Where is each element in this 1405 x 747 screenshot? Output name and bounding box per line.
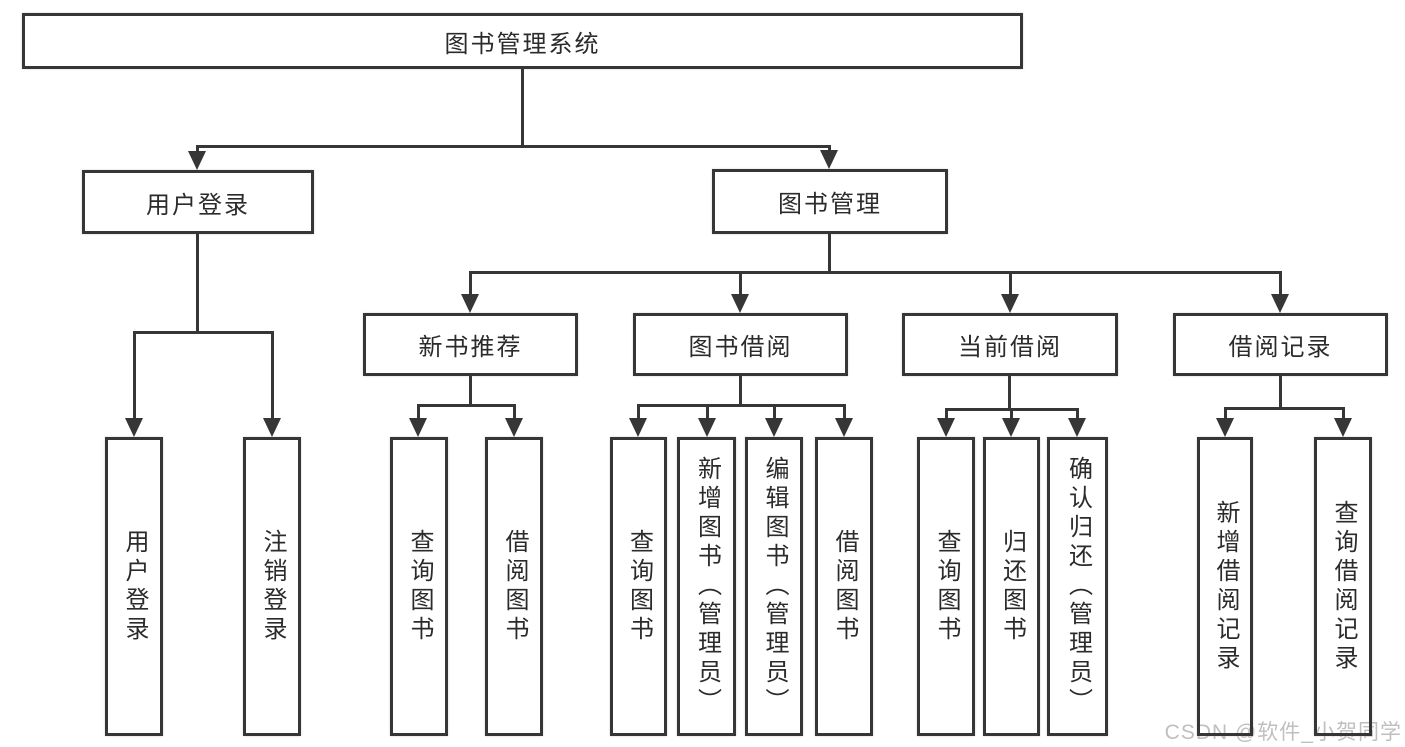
connector-line-v [843,404,846,420]
arrowhead-down-icon [1068,418,1086,437]
node-label: 查询图书 [933,528,960,645]
node-label: 借阅图书 [831,528,858,645]
connector-line-v [196,233,199,333]
leaf-borrow-books-1: 借阅图书 [485,437,543,736]
connector-line-h [417,404,516,407]
connector-line-v [637,404,640,420]
node-borrowing-records: 借阅记录 [1173,313,1388,376]
leaf-search-borrow-record: 查询借阅记录 [1314,437,1372,736]
arrowhead-down-icon [1216,418,1234,437]
connector-line-v [1008,376,1011,410]
leaf-search-books-2: 查询图书 [610,437,667,736]
node-current-borrowing: 当前借阅 [902,313,1118,376]
connector-line-v [828,233,831,273]
leaf-add-borrow-record: 新增借阅记录 [1197,437,1253,736]
leaf-borrow-books-2: 借阅图书 [815,437,873,736]
connector-line-v [196,145,199,155]
node-book-borrowing: 图书借阅 [633,313,848,376]
node-user-login: 用户登录 [82,170,314,234]
connector-line-h [133,331,274,334]
node-label: 当前借阅 [958,334,1062,361]
connector-line-h [196,145,831,148]
node-label: 借阅记录 [1228,334,1333,361]
leaf-return-books: 归还图书 [983,437,1040,736]
connector-line-v [469,376,472,406]
connector-line-v [1224,407,1227,420]
node-label: 用户登录 [146,191,250,219]
connector-line-h [1224,407,1345,410]
arrowhead-down-icon [1334,418,1352,437]
connector-line-h [469,271,1282,274]
arrowhead-down-icon [188,151,206,170]
arrowhead-down-icon [125,418,143,437]
connector-line-v [773,404,776,420]
leaf-search-books-3: 查询图书 [917,437,975,736]
node-label: 图书管理系统 [444,30,601,58]
connector-line-v [945,408,948,420]
node-label: 确认归还（管理员） [1064,456,1092,717]
arrowhead-down-icon [820,150,838,169]
node-label: 新增借阅记录 [1212,499,1239,674]
arrowhead-down-icon [505,418,523,437]
connector-line-v [1279,271,1282,296]
leaf-edit-book-admin: 编辑图书（管理员） [745,437,803,736]
connector-line-v [521,69,524,147]
arrowhead-down-icon [937,418,955,437]
node-label: 新增图书（管理员） [693,456,721,717]
arrowhead-down-icon [1001,294,1019,313]
node-book-management: 图书管理 [712,169,948,234]
arrowhead-down-icon [629,418,647,437]
arrowhead-down-icon [461,294,479,313]
node-label: 借阅图书 [501,528,528,645]
connector-line-v [1009,271,1012,296]
leaf-search-books-1: 查询图书 [390,437,448,736]
arrowhead-down-icon [698,418,716,437]
node-label: 查询图书 [406,528,433,645]
arrowhead-down-icon [731,294,749,313]
node-label: 新书推荐 [418,334,523,361]
arrowhead-down-icon [1002,418,1020,437]
arrowhead-down-icon [765,418,783,437]
connector-line-v [133,331,136,420]
connector-line-v [739,271,742,296]
node-label: 查询图书 [625,528,653,645]
leaf-user-login: 用户登录 [105,437,163,736]
connector-line-v [1279,376,1282,409]
connector-line-v [1010,408,1013,420]
node-label: 注销登录 [259,528,286,645]
leaf-confirm-return-admin: 确认归还（管理员） [1047,437,1108,736]
node-label: 图书借阅 [688,334,793,361]
node-label: 编辑图书（管理员） [761,456,788,717]
connector-line-v [1342,407,1345,420]
node-library-management-system: 图书管理系统 [22,13,1023,69]
connector-line-v [1076,408,1079,420]
arrowhead-down-icon [409,418,427,437]
connector-line-h [637,404,846,407]
connector-line-v [469,271,472,296]
csdn-watermark: CSDN @软件_小贺同学 [1164,721,1402,744]
node-label: 图书管理 [778,191,882,218]
connector-line-v [417,404,420,420]
connector-line-v [513,404,516,420]
leaf-logout: 注销登录 [243,437,301,736]
arrowhead-down-icon [835,418,853,437]
connector-line-v [706,404,709,420]
node-label: 归还图书 [998,528,1026,645]
node-label: 用户登录 [121,528,148,645]
arrowhead-down-icon [1271,294,1289,313]
connector-line-v [271,331,274,420]
node-label: 查询借阅记录 [1330,499,1357,674]
arrowhead-down-icon [263,418,281,437]
leaf-add-book-admin: 新增图书（管理员） [677,437,736,736]
connector-line-v [739,376,742,406]
node-new-book-recommendation: 新书推荐 [363,313,578,376]
